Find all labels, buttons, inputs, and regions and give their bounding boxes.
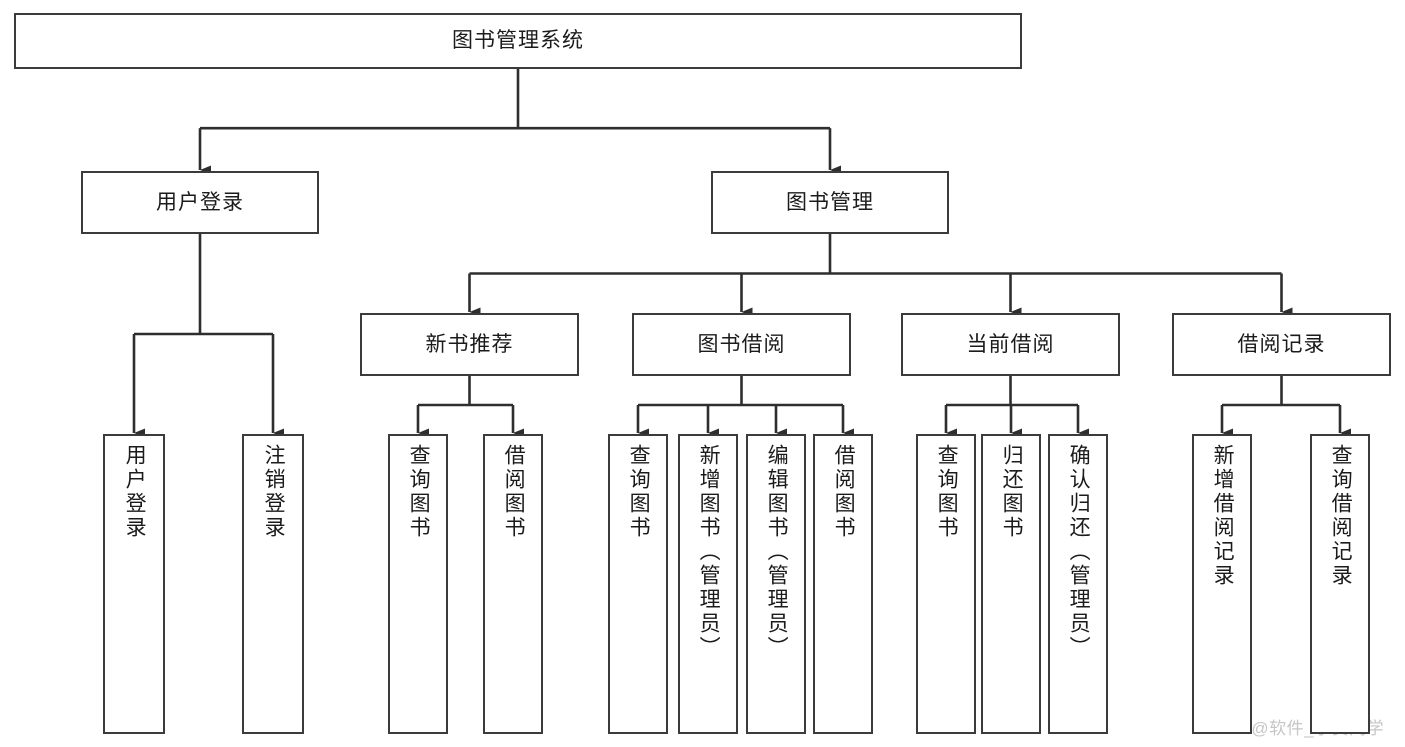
- node-root[interactable]: 图书管理系统: [14, 13, 1022, 69]
- node-borrow[interactable]: 图书借阅: [632, 313, 851, 376]
- node-leaf-edit[interactable]: 编辑图书（管理员）: [746, 434, 806, 734]
- node-leaf-borrow2[interactable]: 借阅图书: [813, 434, 873, 734]
- node-leaf-query1[interactable]: 查询图书: [388, 434, 448, 734]
- node-leaf-logout[interactable]: 注销登录: [242, 434, 304, 734]
- node-label: 借阅图书: [502, 444, 526, 540]
- node-label: 当前借阅: [966, 332, 1055, 356]
- node-label: 新增借阅记录: [1211, 444, 1235, 588]
- node-label: 查询图书: [407, 444, 431, 540]
- node-label: 用户登录: [123, 444, 147, 540]
- node-newbook[interactable]: 新书推荐: [360, 313, 579, 376]
- node-label: 编辑图书（管理员）: [765, 444, 789, 660]
- node-leaf-confirm[interactable]: 确认归还（管理员）: [1048, 434, 1108, 734]
- node-label: 查询借阅记录: [1329, 444, 1353, 588]
- node-login[interactable]: 用户登录: [81, 171, 319, 234]
- node-leaf-query2[interactable]: 查询图书: [608, 434, 668, 734]
- node-label: 借阅记录: [1237, 332, 1326, 356]
- node-label: 新增图书（管理员）: [697, 444, 721, 660]
- node-label: 注销登录: [262, 444, 286, 540]
- node-leaf-add[interactable]: 新增图书（管理员）: [678, 434, 738, 734]
- node-label: 确认归还（管理员）: [1067, 444, 1091, 660]
- node-leaf-return[interactable]: 归还图书: [981, 434, 1041, 734]
- node-label: 借阅图书: [832, 444, 856, 540]
- node-label: 图书借阅: [697, 332, 786, 356]
- node-label: 新书推荐: [425, 332, 514, 356]
- node-leaf-addrec[interactable]: 新增借阅记录: [1192, 434, 1252, 734]
- node-leaf-queryrec[interactable]: 查询借阅记录: [1310, 434, 1370, 734]
- node-current[interactable]: 当前借阅: [901, 313, 1120, 376]
- node-leaf-login[interactable]: 用户登录: [103, 434, 165, 734]
- node-label: 图书管理系统: [452, 29, 584, 53]
- node-leaf-query3[interactable]: 查询图书: [916, 434, 976, 734]
- node-bookmgmt[interactable]: 图书管理: [711, 171, 949, 234]
- node-records[interactable]: 借阅记录: [1172, 313, 1391, 376]
- node-label: 归还图书: [1000, 444, 1024, 540]
- node-label: 用户登录: [156, 190, 244, 214]
- node-leaf-borrow1[interactable]: 借阅图书: [483, 434, 543, 734]
- node-label: 查询图书: [627, 444, 651, 540]
- node-label: 查询图书: [935, 444, 959, 540]
- node-label: 图书管理: [786, 190, 874, 214]
